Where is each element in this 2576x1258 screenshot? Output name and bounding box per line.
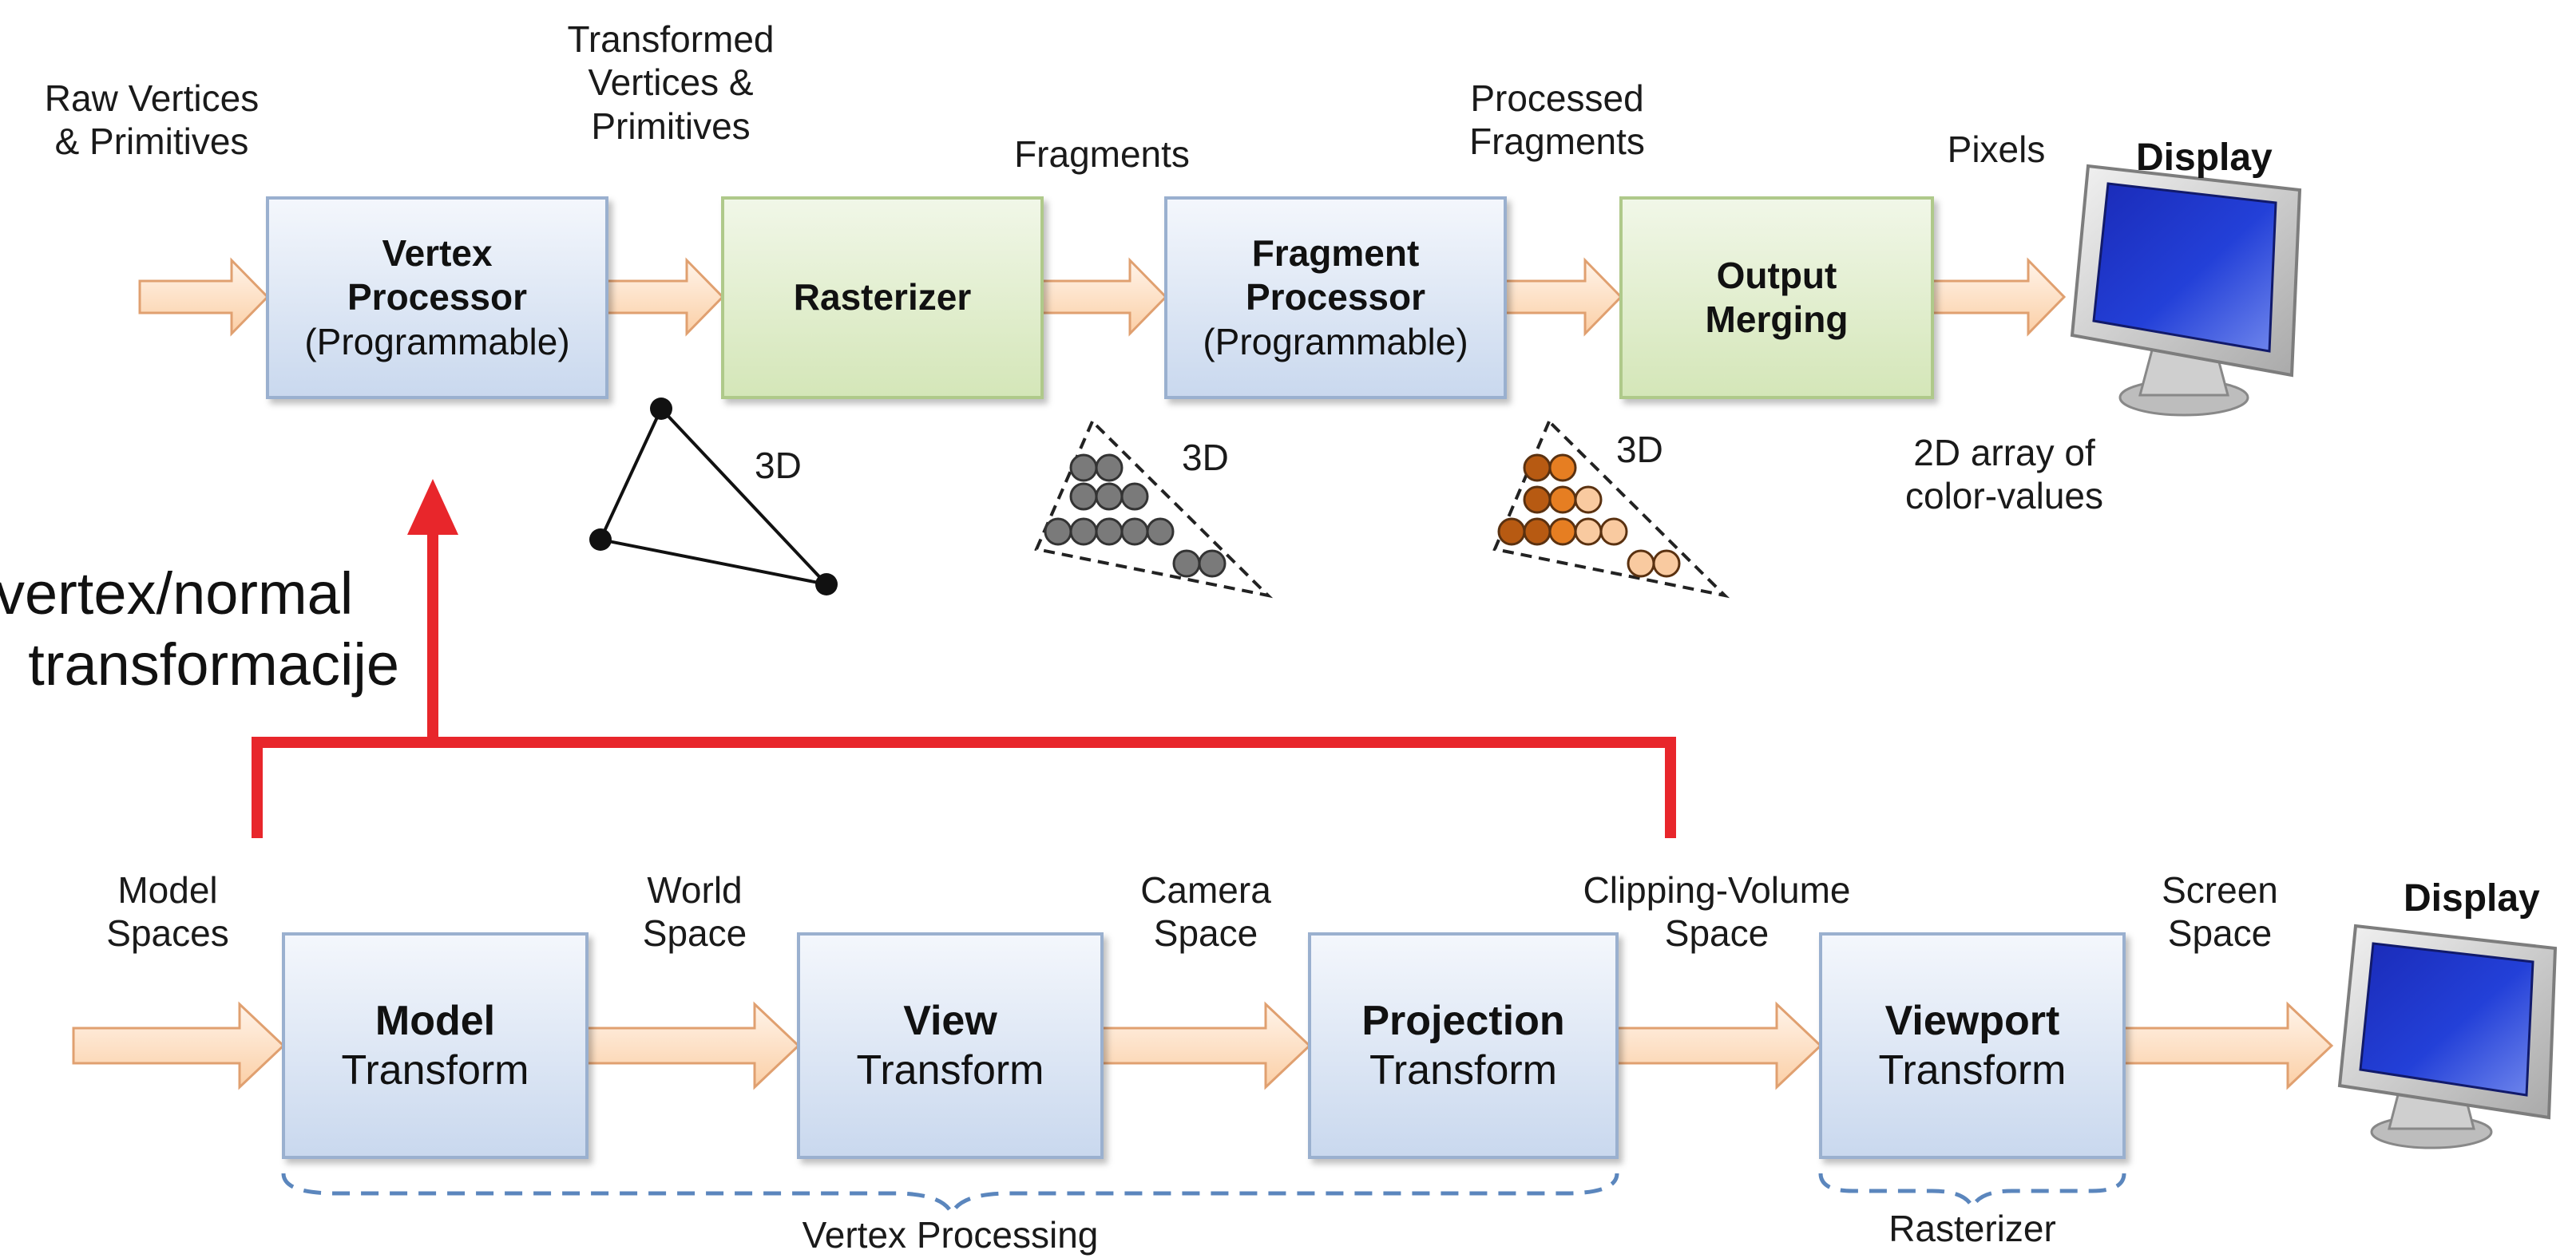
label-pixels: Pixels bbox=[1947, 129, 2046, 170]
model-transform-text: Model Transform bbox=[283, 934, 587, 1157]
group-vertex-processing: Vertex Processing bbox=[802, 1214, 1099, 1256]
group-rasterizer: Rasterizer bbox=[1888, 1208, 2056, 1249]
top-boxes bbox=[266, 196, 1934, 399]
bottom-display-monitor-icon bbox=[2337, 924, 2558, 1149]
view-transform-sub: Transform bbox=[856, 1047, 1044, 1094]
view-transform-title: View bbox=[903, 997, 997, 1044]
arrow-fragment-to-merge bbox=[1504, 257, 1623, 337]
model-transform-sub: Transform bbox=[341, 1047, 529, 1094]
projection-transform-text: Projection Transform bbox=[1310, 934, 1617, 1157]
bottom-arrows bbox=[72, 1001, 2334, 1090]
rasterizer-text: Rasterizer bbox=[723, 198, 1042, 398]
viewport-transform-sub: Transform bbox=[1878, 1047, 2067, 1094]
box-rasterizer bbox=[721, 196, 1044, 399]
label-display-top: Display bbox=[2136, 136, 2273, 179]
brace-rasterizer bbox=[1818, 1173, 2126, 1212]
label-fragments: Fragments bbox=[1014, 133, 1190, 175]
view-transform-text: View Transform bbox=[799, 934, 1102, 1157]
top-display-monitor-icon bbox=[2070, 164, 2302, 417]
box-vertex-processor bbox=[266, 196, 608, 399]
label-display-bottom: Display bbox=[2404, 877, 2540, 920]
triangle-primitive bbox=[589, 398, 838, 595]
arrow-model-in bbox=[72, 1001, 286, 1090]
arrow-raster-to-fragment bbox=[1040, 257, 1168, 337]
output-merging-title-1: Output bbox=[1716, 254, 1837, 296]
note-triangle-3d: 3D bbox=[755, 445, 802, 486]
label-raw-vertices: Raw Vertices& Primitives bbox=[44, 77, 260, 163]
fragment-processor-text: Fragment Processor (Programmable) bbox=[1166, 198, 1505, 398]
vertex-processor-title-1: Vertex bbox=[382, 232, 493, 275]
rasterizer-title: Rasterizer bbox=[793, 276, 972, 318]
note-processed-3d: 3D bbox=[1616, 429, 1663, 470]
arrow-raw-to-vertex bbox=[138, 257, 270, 337]
box-view-transform bbox=[797, 932, 1104, 1159]
box-fragment-processor bbox=[1164, 196, 1507, 399]
projection-transform-title: Projection bbox=[1361, 997, 1565, 1044]
output-merging-title-2: Merging bbox=[1705, 299, 1849, 340]
fragment-processor-title-2: Processor bbox=[1245, 276, 1425, 318]
vertex-processor-text: Vertex Processor (Programmable) bbox=[268, 198, 607, 398]
viewport-transform-text: Viewport Transform bbox=[1821, 934, 2124, 1157]
processed-fragment-dots bbox=[1492, 418, 1730, 599]
vertex-processor-title-2: Processor bbox=[347, 276, 527, 318]
braces bbox=[281, 1173, 2126, 1218]
arrow-merge-to-display bbox=[1931, 257, 2067, 337]
box-viewport-transform bbox=[1819, 932, 2126, 1159]
note-fragments-3d: 3D bbox=[1182, 437, 1229, 478]
viewport-transform-title: Viewport bbox=[1884, 997, 2060, 1044]
arrow-vertex-to-raster bbox=[605, 257, 725, 337]
arrow-viewport-to-display bbox=[2122, 1001, 2334, 1090]
brace-vertex-processing bbox=[281, 1173, 1619, 1218]
arrow-projection-to-viewport bbox=[1615, 1001, 1823, 1090]
projection-transform-sub: Transform bbox=[1369, 1047, 1557, 1094]
arrow-model-to-view bbox=[585, 1001, 801, 1090]
box-model-transform bbox=[282, 932, 589, 1159]
vertex-processor-sub: (Programmable) bbox=[304, 320, 570, 362]
fragment-processor-sub: (Programmable) bbox=[1203, 320, 1468, 362]
box-output-merging bbox=[1619, 196, 1934, 399]
arrow-view-to-projection bbox=[1100, 1001, 1312, 1090]
output-merging-text: Output Merging bbox=[1621, 198, 1932, 398]
fragment-processor-title-1: Fragment bbox=[1251, 232, 1420, 275]
bottom-boxes bbox=[282, 932, 2126, 1159]
fragment-dots bbox=[1034, 418, 1274, 599]
top-arrows bbox=[138, 257, 2067, 337]
box-projection-transform bbox=[1308, 932, 1619, 1159]
model-transform-title: Model bbox=[375, 997, 496, 1044]
red-bracket bbox=[252, 479, 1676, 838]
